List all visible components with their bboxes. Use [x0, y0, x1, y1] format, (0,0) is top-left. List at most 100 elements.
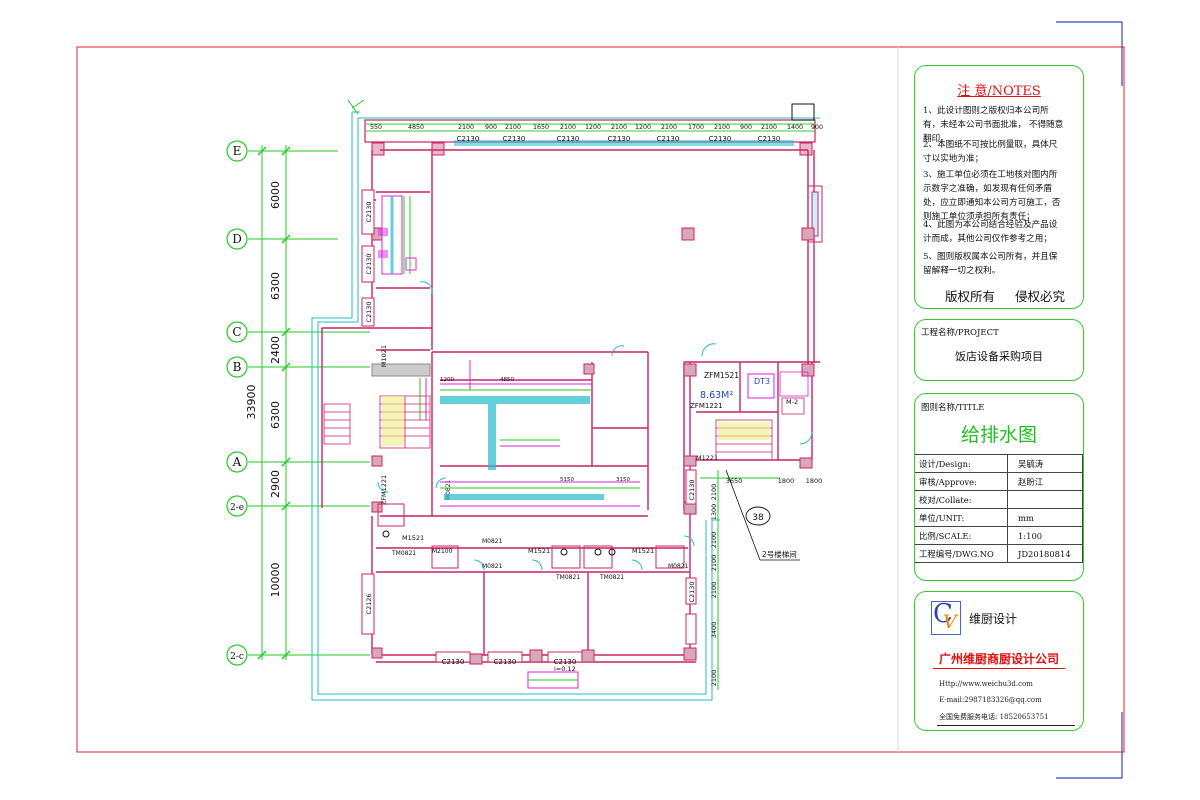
copyright-text: 版权所有: [945, 289, 996, 304]
note-3: 3、施工单位必须在工地核对图内所示数字之准确，如发现有任何矛盾处，应立即通知本公…: [923, 170, 1061, 222]
right-dim-4: 2100: [710, 555, 718, 572]
label-zfm1221: ZFM1221: [690, 402, 723, 410]
notes-panel: 注 意/NOTES 1、此设计图则之版权归本公司所有，未经本公司书面批准， 不得…: [914, 65, 1084, 309]
door-swings: [377, 281, 813, 571]
detail-38: 38: [752, 513, 764, 523]
window-label-6: C2130: [709, 135, 732, 143]
axis-label-a: A: [232, 455, 242, 469]
stair-annotation: 2号楼梯间 38: [725, 469, 800, 561]
bottom-windows: C2130 C2130 C2130 i=0.12: [435, 651, 583, 689]
project-panel: 工程名称/PROJECT 饭店设备采购项目: [914, 319, 1084, 381]
project-label: 工程名称/PROJECT: [921, 328, 999, 338]
right-window-c2130-a: C2130: [688, 479, 696, 500]
table-row: 校对/Collate:: [915, 490, 1083, 509]
dim-3650: 3650: [726, 477, 743, 485]
note-1: 1、此设计图则之版权归本公司所有，未经本公司书面批准， 不得随意翻印。: [923, 106, 1064, 144]
table-row: 审核/Approve:赵盼江: [915, 472, 1083, 491]
top-dim-16: 1400: [787, 124, 803, 131]
axis-label-2c: 2-c: [230, 652, 244, 662]
note-5: 5、图则版权属本公司所有，并且保留解释一切之权利。: [923, 252, 1058, 276]
website-text[interactable]: Http://www.weichu3d.com: [939, 680, 1033, 688]
label-tm0821c: TM0821: [599, 574, 624, 581]
note-2: 2、本图纸不可按比例量取，具体尺寸以实地为准；: [923, 140, 1058, 164]
bottom-window-2: C2130: [494, 658, 517, 666]
right-dim-2: 2100: [710, 532, 718, 549]
top-dim-3: 2100: [458, 124, 474, 131]
axis-label-e: E: [233, 144, 242, 158]
top-dim-13: 2100: [714, 124, 730, 131]
window-label-1: C2130: [457, 135, 480, 143]
company-panel: C V 维厨设计 广州维厨商厨设计公司 Http://www.weichu3d.…: [914, 591, 1084, 731]
dim-10000: 10000: [269, 563, 282, 598]
right-dimensions: 2100 2100 1300 2100 2100 3400 2100 C2130…: [688, 470, 822, 690]
unit-value: mm: [1006, 508, 1083, 527]
title-block-table: 设计/Design:吴毓涛 审核/Approve:赵盼江 校对/Collate:…: [915, 454, 1083, 563]
approve-value: 赵盼江: [1006, 472, 1083, 491]
dim-1800a: 1800: [778, 477, 795, 485]
title-panel: 图则名称/TITLE 给排水图 设计/Design:吴毓涛 审核/Approve…: [914, 393, 1084, 581]
phone-text: 全国免费服务电话: 18520653751: [939, 713, 1049, 721]
sheet-border: [76, 46, 1125, 753]
right-dim-1: 2100: [710, 484, 718, 501]
top-window-strip: 550 4850 2100 900 2100 1650 2100 1200 21…: [364, 103, 823, 156]
right-dim-3: 1300: [710, 504, 718, 521]
door-m1021: M1021: [380, 345, 388, 367]
top-dim-5: 2100: [505, 124, 521, 131]
company-logo: C V: [931, 599, 961, 635]
label-m1521c: M1521: [632, 547, 654, 555]
design-value: 吴毓涛: [1006, 454, 1083, 473]
structure-columns: [371, 227, 815, 665]
right-dim-6: 3400: [710, 622, 718, 639]
side-window-c2130-a: C2130: [365, 201, 373, 222]
approve-key: 审核/Approve:: [915, 472, 1008, 491]
label-m0821c: M0821: [668, 563, 689, 570]
axis-label-2e: 2-e: [230, 503, 244, 513]
pipes-left: [378, 195, 417, 275]
label-m2100: M2100: [432, 548, 453, 555]
outer-pipe-outline: [311, 111, 820, 701]
unit-key: 单位/UNIT:: [915, 508, 1008, 527]
top-dim-2: 4850: [408, 124, 424, 131]
axis-label-b: B: [233, 360, 242, 374]
title-label: 图则名称/TITLE: [921, 403, 985, 413]
bottom-window-3: C2130: [554, 658, 577, 666]
top-dim-14: 900: [740, 124, 752, 131]
contact-underline: [937, 725, 1075, 726]
scale-key: 比例/SCALE:: [915, 526, 1008, 545]
label-m1521a: M1521: [402, 534, 424, 542]
right-dim-5: 2100: [710, 582, 718, 599]
label-m1221: M1221: [696, 454, 718, 462]
north-arrow: [347, 99, 365, 115]
upper-rooms: [807, 185, 823, 243]
axis-label-d: D: [232, 232, 242, 246]
toilet-rooms: [377, 503, 685, 569]
brand-name: 维厨设计: [969, 612, 1018, 626]
dwgno-value: JD20180814: [1006, 544, 1083, 563]
top-dim-8: 1200: [585, 124, 601, 131]
dim-6000: 6000: [269, 181, 282, 209]
right-dim-7: 2100: [710, 670, 718, 687]
email-text[interactable]: E-mail:2987183326@qq.com: [939, 696, 1042, 704]
note-4: 4、此图为本公司结合经验及产品设计而成，其他公司仅作参考之用；: [923, 220, 1058, 244]
top-dim-17: 900: [811, 124, 823, 131]
top-dim-12: 1700: [688, 124, 704, 131]
pipes-center: [419, 360, 640, 507]
dim-2400: 2400: [269, 336, 282, 364]
side-window-c2130-b: C2130: [365, 253, 373, 274]
door-m0821-vert: M0821: [445, 480, 452, 501]
side-window-c2130-c: C2130: [365, 301, 373, 322]
corner-marks: [1056, 21, 1123, 779]
label-dim-1200: 1200: [440, 377, 454, 383]
dwgno-key: 工程编号/DWG.NO: [915, 544, 1008, 563]
label-m1521b: M1521: [528, 547, 550, 555]
dim-2900: 2900: [269, 470, 282, 498]
stair-left: [323, 395, 431, 449]
top-dim-10: 1200: [635, 124, 651, 131]
axis-label-c: C: [232, 325, 241, 339]
top-dim-4: 900: [485, 124, 497, 131]
axis-bubbles: [226, 140, 248, 666]
design-key: 设计/Design:: [915, 454, 1008, 473]
company-underline: [933, 668, 1065, 669]
stair-right: [715, 371, 809, 461]
